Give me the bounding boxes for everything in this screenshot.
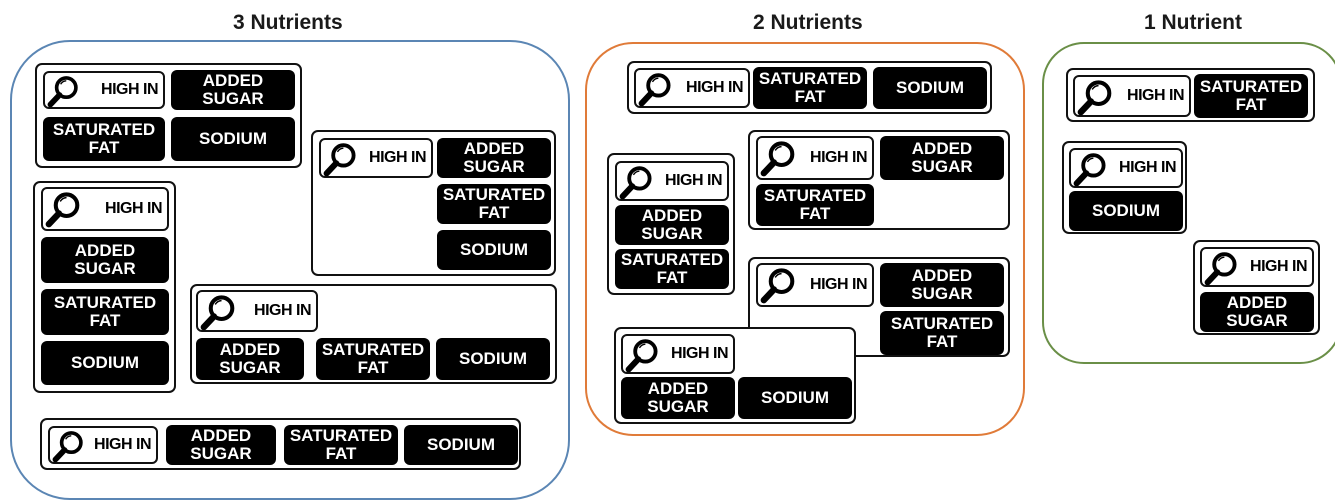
- high-in-badge: HIGH IN: [615, 161, 729, 201]
- saturated-fat-cell: SATURATED FAT: [43, 117, 165, 161]
- added-sugar-cell: ADDED SUGAR: [880, 263, 1004, 307]
- sodium-cell: SODIUM: [738, 377, 852, 419]
- magnifying-glass-icon: [1073, 151, 1109, 187]
- high-in-badge: HIGH IN: [196, 290, 318, 332]
- high-in-text: HIGH IN: [1119, 159, 1176, 176]
- high-in-badge: HIGH IN: [319, 138, 433, 178]
- high-in-badge: HIGH IN: [1073, 75, 1191, 117]
- high-in-text: HIGH IN: [1250, 258, 1307, 275]
- warning-label: HIGH IN ADDED SUGAR SATURATED FAT SODIUM: [311, 130, 556, 276]
- high-in-badge: HIGH IN: [48, 426, 158, 464]
- magnifying-glass-icon: [625, 337, 661, 373]
- added-sugar-cell: ADDED SUGAR: [880, 136, 1004, 180]
- added-sugar-cell: ADDED SUGAR: [621, 377, 735, 419]
- saturated-fat-cell: SATURATED FAT: [880, 311, 1004, 355]
- high-in-badge: HIGH IN: [756, 263, 874, 307]
- warning-label: HIGH IN SODIUM: [1062, 141, 1187, 234]
- saturated-fat-cell: SATURATED FAT: [756, 184, 874, 226]
- high-in-badge: HIGH IN: [1200, 247, 1314, 287]
- magnifying-glass-icon: [619, 164, 655, 200]
- warning-label: HIGH IN ADDED SUGAR: [1193, 240, 1320, 335]
- high-in-text: HIGH IN: [105, 200, 162, 217]
- magnifying-glass-icon: [638, 71, 674, 107]
- sodium-cell: SODIUM: [171, 117, 295, 161]
- warning-label: HIGH IN SATURATED FAT: [1066, 68, 1315, 122]
- high-in-text: HIGH IN: [369, 149, 426, 166]
- high-in-text: HIGH IN: [101, 81, 158, 98]
- high-in-text: HIGH IN: [1127, 87, 1184, 104]
- saturated-fat-cell: SATURATED FAT: [316, 338, 430, 380]
- magnifying-glass-icon: [47, 74, 81, 108]
- high-in-badge: HIGH IN: [621, 334, 735, 374]
- magnifying-glass-icon: [760, 139, 798, 177]
- saturated-fat-cell: SATURATED FAT: [1194, 74, 1308, 118]
- magnifying-glass-icon: [760, 266, 798, 304]
- added-sugar-cell: ADDED SUGAR: [196, 338, 304, 380]
- high-in-text: HIGH IN: [810, 149, 867, 166]
- added-sugar-cell: ADDED SUGAR: [615, 205, 729, 245]
- added-sugar-cell: ADDED SUGAR: [166, 425, 276, 465]
- magnifying-glass-icon: [1077, 78, 1115, 116]
- saturated-fat-cell: SATURATED FAT: [41, 289, 169, 335]
- high-in-text: HIGH IN: [671, 345, 728, 362]
- sodium-cell: SODIUM: [1069, 191, 1183, 231]
- high-in-text: HIGH IN: [254, 302, 311, 319]
- sodium-cell: SODIUM: [404, 425, 518, 465]
- saturated-fat-cell: SATURATED FAT: [753, 67, 867, 109]
- magnifying-glass-icon: [1204, 250, 1240, 286]
- saturated-fat-cell: SATURATED FAT: [437, 184, 551, 224]
- high-in-badge: HIGH IN: [634, 68, 750, 108]
- high-in-badge: HIGH IN: [756, 136, 874, 180]
- magnifying-glass-icon: [323, 141, 359, 177]
- high-in-badge: HIGH IN: [41, 187, 169, 231]
- magnifying-glass-icon: [200, 293, 238, 331]
- sodium-cell: SODIUM: [437, 230, 551, 270]
- high-in-text: HIGH IN: [665, 172, 722, 189]
- group-title: 2 Nutrients: [753, 11, 863, 34]
- high-in-badge: HIGH IN: [43, 71, 165, 109]
- sodium-cell: SODIUM: [873, 67, 987, 109]
- high-in-text: HIGH IN: [94, 436, 151, 453]
- group-title: 3 Nutrients: [233, 11, 343, 34]
- added-sugar-cell: ADDED SUGAR: [437, 138, 551, 178]
- high-in-badge: HIGH IN: [1069, 148, 1183, 188]
- added-sugar-cell: ADDED SUGAR: [1200, 292, 1314, 332]
- magnifying-glass-icon: [52, 429, 86, 463]
- magnifying-glass-icon: [45, 190, 83, 228]
- saturated-fat-cell: SATURATED FAT: [284, 425, 398, 465]
- added-sugar-cell: ADDED SUGAR: [41, 237, 169, 283]
- sodium-cell: SODIUM: [41, 341, 169, 385]
- added-sugar-cell: ADDED SUGAR: [171, 70, 295, 110]
- warning-label: HIGH IN ADDED SUGAR SATURATED FAT SODIUM: [33, 181, 176, 393]
- high-in-text: HIGH IN: [686, 79, 743, 96]
- sodium-cell: SODIUM: [436, 338, 550, 380]
- high-in-text: HIGH IN: [810, 276, 867, 293]
- saturated-fat-cell: SATURATED FAT: [615, 249, 729, 289]
- group-title: 1 Nutrient: [1144, 11, 1243, 34]
